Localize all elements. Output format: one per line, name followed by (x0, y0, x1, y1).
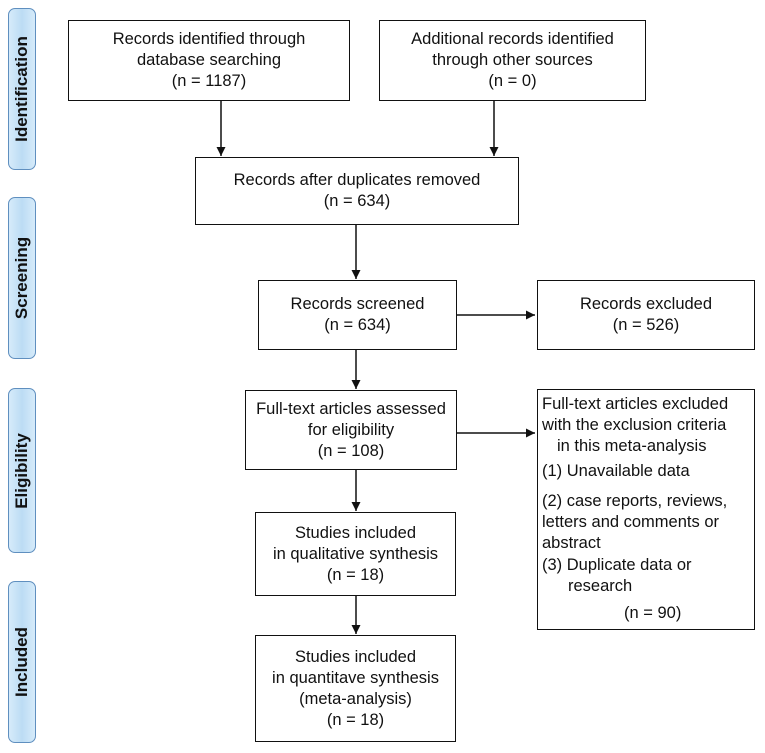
exclusion-reason-3: research (568, 577, 633, 595)
exclusion-reason-2: (2) case reports, reviews, (542, 492, 728, 510)
box-line: Studies included (294, 647, 417, 666)
excluded-heading-line: Full-text articles excluded (542, 395, 729, 413)
excluded-heading-line: in this meta-analysis (557, 437, 707, 455)
fulltext-excluded: Full-text articles excluded with the exc… (537, 389, 755, 630)
box-line: through other sources (432, 51, 593, 69)
box-line: (meta-analysis) (299, 689, 412, 708)
box-line: Records excluded (579, 295, 713, 313)
phase-identification: Identification (8, 8, 36, 170)
excluded-count: (n = 90) (624, 604, 682, 622)
box-line: Additional records identified (411, 30, 614, 48)
exclusion-reason-2: abstract (542, 534, 601, 552)
box-count: (n = 1187) (171, 72, 247, 90)
box-line: Records after duplicates removed (233, 171, 481, 189)
studies-qualitative: Studies included in qualitative synthesi… (255, 512, 456, 596)
box-line: Records screened (290, 295, 425, 313)
records-identified-other: Additional records identified through ot… (379, 20, 646, 101)
box-line: Records identified through (112, 30, 306, 48)
records-after-duplicates: Records after duplicates removed (n = 63… (195, 157, 519, 225)
records-screened: Records screened (n = 634) (258, 280, 457, 350)
box-line: in qualitative synthesis (272, 544, 439, 563)
phase-included: Included (8, 581, 36, 743)
phase-screening: Screening (8, 197, 36, 359)
box-count: (n = 108) (317, 441, 385, 460)
fulltext-assessed: Full-text articles assessed for eligibil… (245, 390, 457, 470)
box-line: Studies included (294, 523, 417, 542)
exclusion-reason-1: (1) Unavailable data (542, 462, 690, 480)
box-line: Full-text articles assessed (256, 399, 446, 418)
excluded-heading-line: with the exclusion criteria (542, 416, 727, 434)
box-count: (n = 526) (612, 316, 680, 334)
studies-quantitative: Studies included in quantitave synthesis… (255, 635, 456, 742)
box-line: database searching (136, 51, 282, 69)
records-excluded: Records excluded (n = 526) (537, 280, 755, 350)
exclusion-reason-3: (3) Duplicate data or (542, 556, 692, 574)
box-count: (n = 18) (326, 710, 385, 729)
exclusion-reason-2: letters and comments or (542, 513, 719, 531)
box-count: (n = 0) (488, 72, 537, 90)
box-count: (n = 634) (323, 192, 391, 210)
box-count: (n = 18) (326, 565, 385, 584)
box-line: in quantitave synthesis (272, 668, 439, 687)
box-line: for eligibility (307, 420, 395, 439)
box-count: (n = 634) (324, 316, 391, 334)
phase-eligibility: Eligibility (8, 388, 36, 553)
records-identified-database: Records identified through database sear… (68, 20, 350, 101)
